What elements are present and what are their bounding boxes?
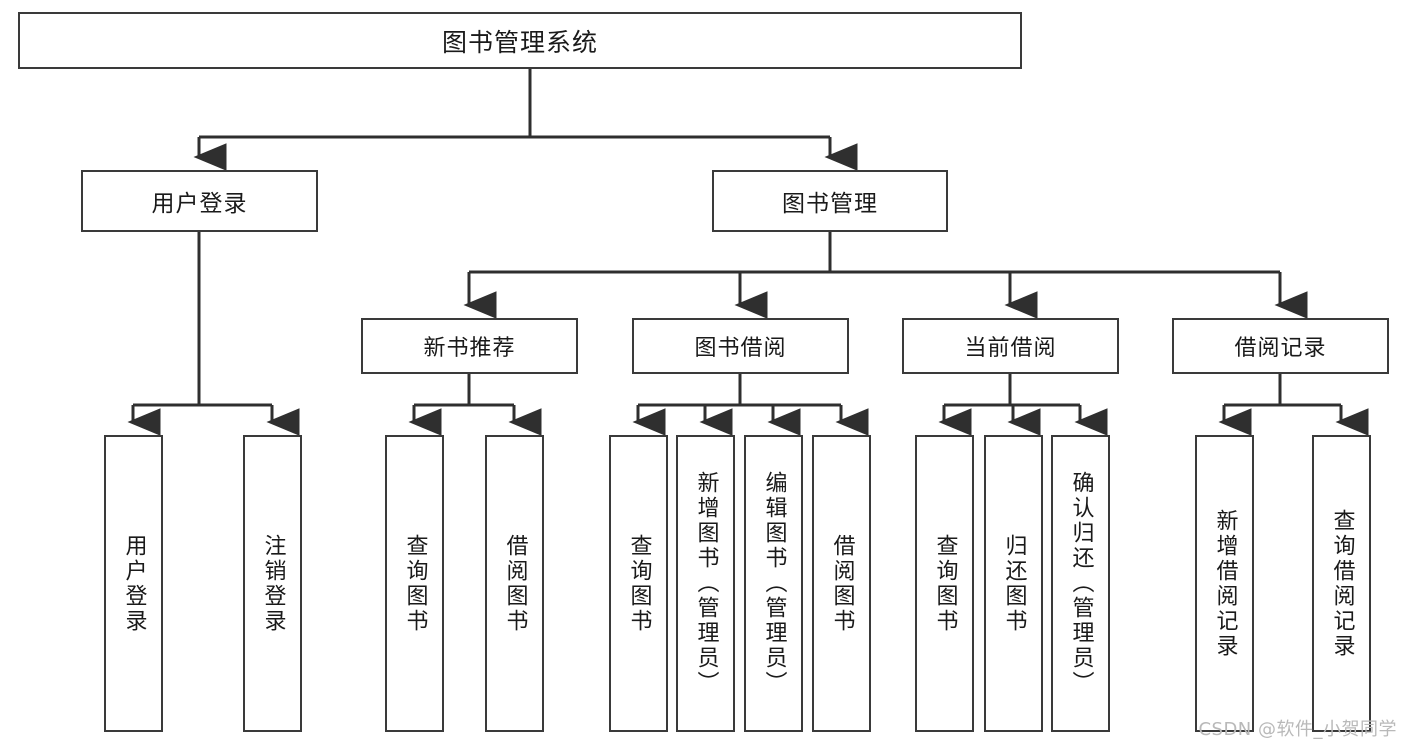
leaf-node[interactable]: 查询图书 [609, 435, 668, 732]
leaf-node-label: 查询借阅记录 [1329, 508, 1355, 659]
leaf-node[interactable]: 注销登录 [243, 435, 302, 732]
leaf-node-label: 注销登录 [260, 533, 286, 634]
leaf-node-label: 新增图书（管理员） [693, 471, 719, 696]
leaf-node[interactable]: 新增借阅记录 [1195, 435, 1254, 732]
leaf-node-label: 借阅图书 [829, 533, 855, 634]
leaf-node[interactable]: 查询图书 [385, 435, 444, 732]
leaf-node-label: 归还图书 [1001, 533, 1027, 634]
node-level2-book-management[interactable]: 图书管理 [712, 170, 948, 232]
node-label: 图书管理 [782, 191, 878, 217]
leaf-node[interactable]: 归还图书 [984, 435, 1043, 732]
leaf-node-label: 查询图书 [626, 533, 652, 634]
leaf-node-label: 新增借阅记录 [1212, 508, 1238, 659]
leaf-node[interactable]: 借阅图书 [812, 435, 871, 732]
leaf-node[interactable]: 查询图书 [915, 435, 974, 732]
node-label: 用户登录 [151, 191, 248, 217]
node-label: 当前借阅 [964, 336, 1057, 361]
leaf-node[interactable]: 查询借阅记录 [1312, 435, 1371, 732]
leaf-node-label: 查询图书 [932, 533, 958, 634]
watermark: CSDN @软件_小贺同学 [1198, 719, 1397, 740]
node-label: 图书借阅 [694, 336, 787, 361]
leaf-node[interactable]: 用户登录 [104, 435, 163, 732]
leaf-node[interactable]: 新增图书（管理员） [676, 435, 735, 732]
node-level3-current-borrowing[interactable]: 当前借阅 [902, 318, 1119, 374]
node-root-label: 图书管理系统 [441, 27, 598, 57]
node-level3-new-book-recommendation[interactable]: 新书推荐 [361, 318, 578, 374]
leaf-node-label: 查询图书 [402, 533, 428, 634]
leaf-node-label: 编辑图书（管理员） [761, 471, 787, 696]
node-label: 借阅记录 [1234, 336, 1327, 361]
leaf-node[interactable]: 确认归还（管理员） [1051, 435, 1110, 732]
node-root[interactable]: 图书管理系统 [18, 12, 1022, 69]
leaf-node-label: 用户登录 [121, 533, 147, 634]
leaf-node[interactable]: 编辑图书（管理员） [744, 435, 803, 732]
node-level3-book-borrowing[interactable]: 图书借阅 [632, 318, 849, 374]
leaf-node[interactable]: 借阅图书 [485, 435, 544, 732]
node-level3-borrowing-record[interactable]: 借阅记录 [1172, 318, 1389, 374]
node-label: 新书推荐 [423, 336, 516, 361]
leaf-node-label: 确认归还（管理员） [1068, 471, 1094, 696]
leaf-node-label: 借阅图书 [502, 533, 528, 634]
node-level2-user-login[interactable]: 用户登录 [81, 170, 318, 232]
